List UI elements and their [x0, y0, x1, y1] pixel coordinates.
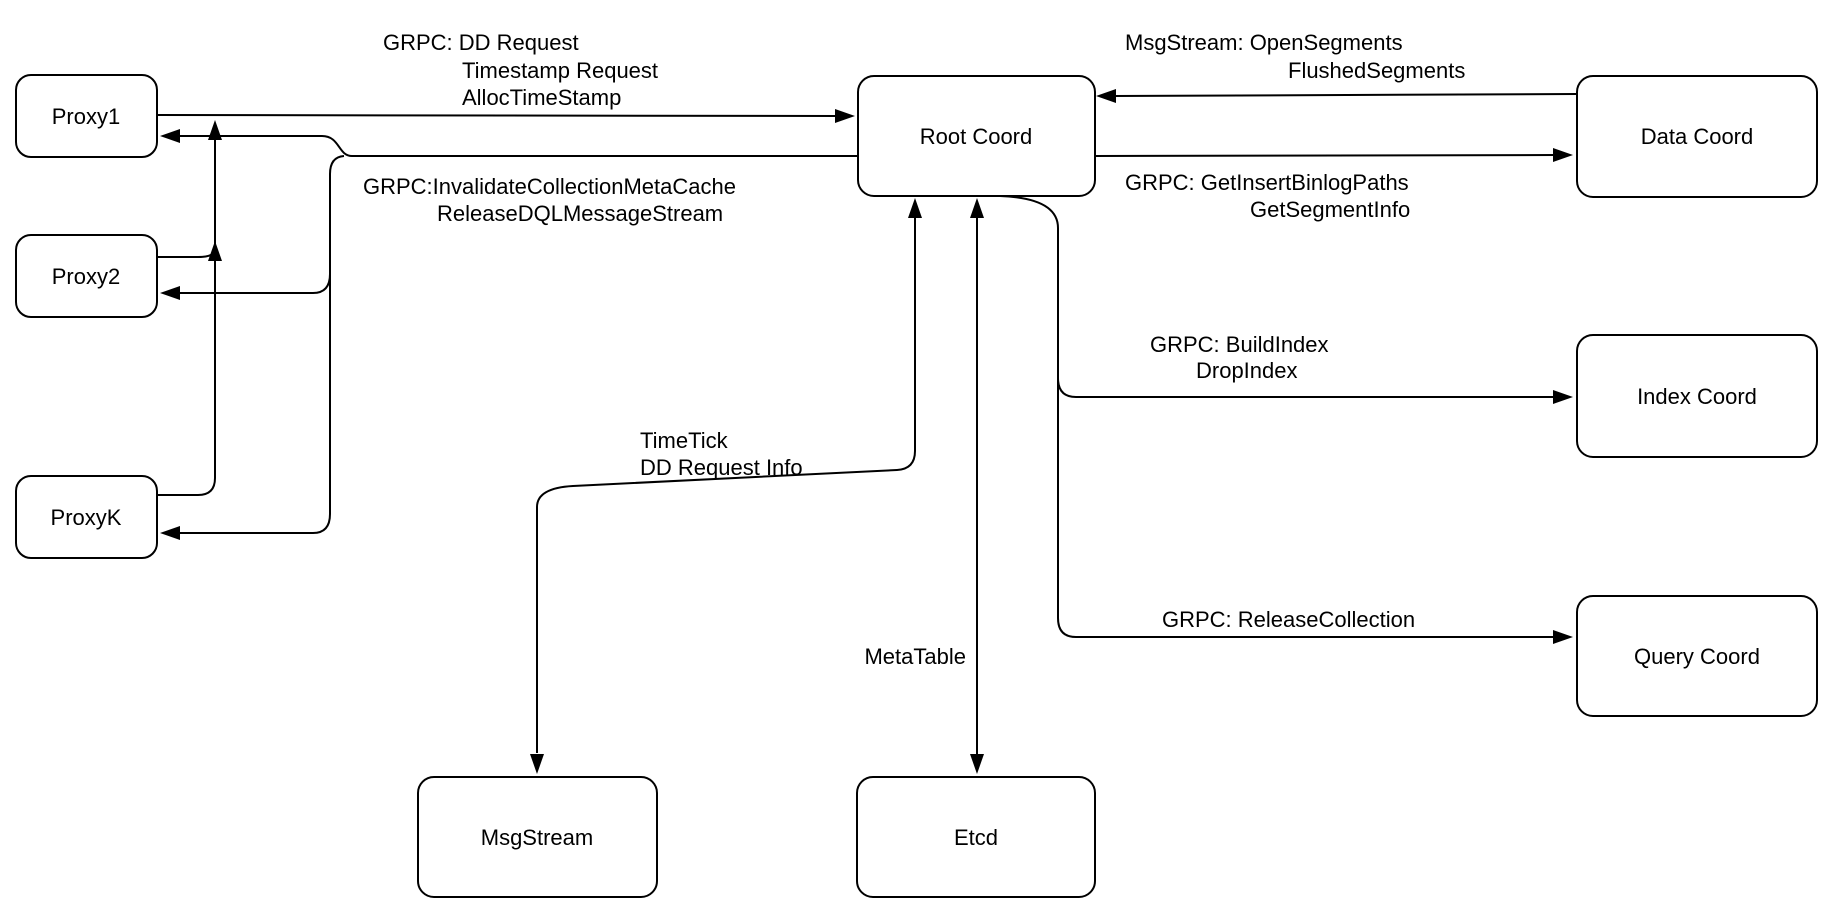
edge-label-releasecollection: GRPC: ReleaseCollection	[1162, 607, 1415, 632]
edge-return-branch-to-proxyk	[178, 155, 345, 534]
node-root-coord-box	[857, 75, 1096, 197]
arrowhead-right-into-indexcoord	[1553, 390, 1573, 404]
node-query-coord-box	[1576, 595, 1818, 717]
node-proxy1-label: Proxy1	[52, 104, 120, 129]
node-proxy2-label: Proxy2	[52, 264, 120, 289]
edge-label-dropindex: DropIndex	[1196, 358, 1298, 383]
node-proxy1-box	[15, 74, 158, 158]
arrowhead-left-into-rootcoord-right	[1096, 89, 1116, 103]
node-data-coord-label: Data Coord	[1641, 124, 1754, 149]
edge-label-flushedsegments: FlushedSegments	[1288, 58, 1465, 83]
edge-proxy2-merge-up	[157, 250, 215, 258]
edge-label-timetick: TimeTick	[640, 428, 729, 453]
arrowhead-left-into-proxy2	[160, 286, 180, 300]
edge-rootcoord-to-querycoord	[999, 195, 1556, 638]
node-root-coord-label: Root Coord	[920, 124, 1033, 149]
arrowhead-right-into-querycoord	[1553, 630, 1573, 644]
edge-label-alloctimestamp: AllocTimeStamp	[462, 85, 621, 110]
node-index-coord: Index Coord	[1576, 334, 1818, 458]
arrowhead-down-into-msgstream	[530, 754, 544, 774]
edge-proxyk-merge-up	[157, 140, 216, 496]
arrowhead-right-into-rootcoord-left	[835, 109, 855, 123]
edge-label-release-dql-messagestream: ReleaseDQLMessageStream	[437, 201, 723, 226]
node-proxy2: Proxy2	[15, 234, 158, 318]
arrowhead-left-into-proxyk	[160, 526, 180, 540]
node-index-coord-box	[1576, 334, 1818, 458]
edge-label-invalidate-collection-metacache: GRPC:InvalidateCollectionMetaCache	[363, 174, 736, 199]
node-data-coord: Data Coord	[1576, 75, 1818, 198]
node-etcd: Etcd	[856, 776, 1096, 898]
edge-rootcoord-to-indexcoord	[1057, 377, 1556, 398]
edge-return-branch-to-proxy2	[178, 273, 331, 294]
edge-proxy1-to-rootcoord	[156, 114, 839, 117]
edge-label-grpc-dd-request: GRPC: DD Request	[383, 30, 579, 55]
node-etcd-label: Etcd	[954, 825, 998, 850]
node-query-coord-label: Query Coord	[1634, 644, 1760, 669]
edge-rootcoord-to-datacoord	[1094, 154, 1557, 157]
arrowhead-up-into-rootcoord-bottom-left	[908, 198, 922, 218]
edge-label-buildindex: GRPC: BuildIndex	[1150, 332, 1329, 357]
edge-label-msgstream-opensegments: MsgStream: OpenSegments	[1125, 30, 1403, 55]
edge-label-metatable: MetaTable	[864, 644, 966, 669]
node-query-coord: Query Coord	[1576, 595, 1818, 717]
node-data-coord-box	[1576, 75, 1818, 198]
node-msgstream-label: MsgStream	[481, 825, 593, 850]
node-proxyk-label: ProxyK	[51, 505, 122, 530]
arrowhead-down-into-etcd	[970, 754, 984, 774]
node-proxy2-box	[15, 234, 158, 318]
arrowhead-up-into-rootcoord-bottom-right	[970, 198, 984, 218]
edge-label-getsegmentinfo: GetSegmentInfo	[1250, 197, 1410, 222]
node-proxy1: Proxy1	[15, 74, 158, 158]
node-root-coord: Root Coord	[857, 75, 1096, 197]
arrowhead-left-into-proxy1	[160, 129, 180, 143]
node-msgstream: MsgStream	[417, 776, 658, 898]
edge-label-getinsertbinlogpaths: GRPC: GetInsertBinlogPaths	[1125, 170, 1409, 195]
edge-rootcoord-msgstream	[536, 217, 916, 753]
node-etcd-box	[856, 776, 1096, 898]
edge-datacoord-to-rootcoord	[1113, 93, 1578, 97]
arrowhead-right-into-datacoord	[1553, 148, 1573, 162]
node-proxyk: ProxyK	[15, 475, 158, 559]
node-index-coord-label: Index Coord	[1637, 384, 1757, 409]
edge-label-timestamp-request: Timestamp Request	[462, 58, 658, 83]
arrowhead-up-proxy2-merge	[208, 241, 222, 261]
edge-label-dd-request-info: DD Request Info	[640, 455, 803, 480]
node-msgstream-box	[417, 776, 658, 898]
node-proxyk-box	[15, 475, 158, 559]
edge-rootcoord-to-proxy1	[178, 135, 858, 157]
